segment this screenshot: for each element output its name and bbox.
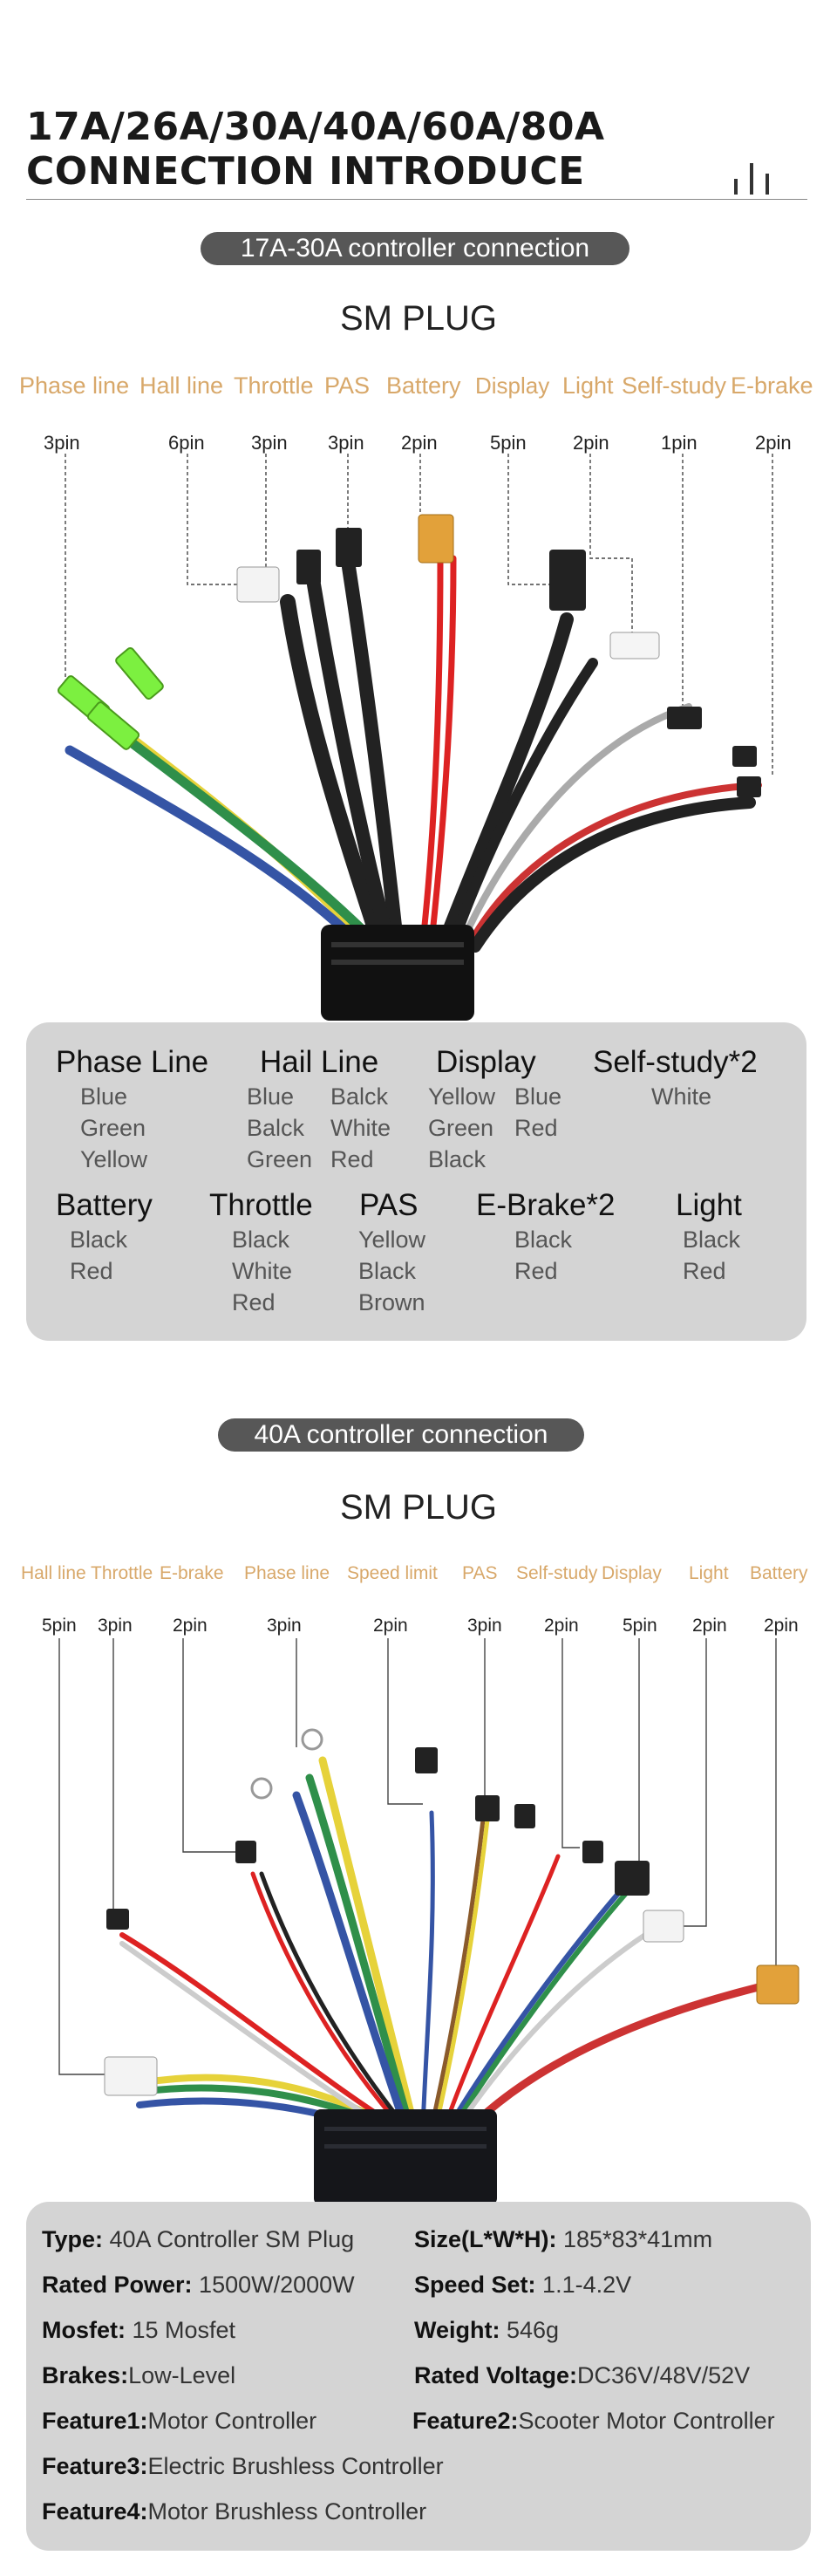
grp-display-color: Black	[428, 1146, 487, 1172]
s2-pin-hall-line: 5pin	[42, 1616, 77, 1636]
s2-label-pas: PAS	[462, 1563, 498, 1583]
s1-pin-light: 2pin	[573, 432, 609, 454]
s2-label-hall-line: Hall line	[21, 1563, 86, 1583]
s2-pin-speed-limit: 2pin	[373, 1616, 408, 1636]
grp-display-color: Red	[514, 1115, 558, 1141]
s2-pin-battery: 2pin	[764, 1616, 799, 1636]
grp-light-title: Light	[676, 1188, 742, 1222]
s2-label-battery: Battery	[750, 1563, 808, 1583]
grp-display-color: Green	[428, 1115, 494, 1141]
controller-40a-diagram	[58, 1638, 800, 2205]
grp-battery-title: Battery	[56, 1188, 153, 1222]
s1-pin-throttle: 3pin	[251, 432, 288, 454]
s2-label-self-study: Self-study	[516, 1563, 598, 1583]
grp-self-study-color: White	[651, 1083, 712, 1110]
grp-throttle-color: White	[232, 1258, 293, 1284]
s1-pin-phase-line: 3pin	[44, 432, 80, 454]
spec-feature2: Feature2:Scooter Motor Controller	[412, 2408, 775, 2434]
s2-pin-phase-line: 3pin	[267, 1616, 302, 1636]
grp-light-color: Red	[683, 1258, 726, 1284]
spec-feature3: Feature3:Electric Brushless Controller	[42, 2453, 444, 2479]
spec-rated-power: Rated Power: 1500W/2000W	[42, 2272, 355, 2298]
controller-17-30a-diagram	[57, 454, 773, 1021]
grp-display-color: Yellow	[428, 1083, 496, 1110]
s1-label-phase-line: Phase line	[19, 372, 130, 399]
section1-pill: 17A-30A controller connection	[201, 232, 629, 265]
s1-pin-pas: 3pin	[328, 432, 364, 454]
grp-hail-line-color: Blue	[247, 1083, 295, 1110]
s1-label-throttle: Throttle	[234, 372, 314, 399]
s2-pin-self-study: 2pin	[544, 1616, 579, 1636]
s1-pin-display: 5pin	[490, 432, 527, 454]
section2-pill: 40A controller connection	[218, 1418, 584, 1452]
s2-pin-throttle: 3pin	[98, 1616, 133, 1636]
s2-label-phase-line: Phase line	[244, 1563, 330, 1583]
grp-throttle-color: Red	[232, 1289, 276, 1315]
title-line-2: CONNECTION INTRODUCE	[26, 149, 585, 194]
spec-rated-voltage: Rated Voltage:DC36V/48V/52V	[414, 2362, 751, 2388]
grp-pas-color: Yellow	[358, 1227, 426, 1253]
s2-pin-e-brake: 2pin	[173, 1616, 208, 1636]
grp-e-brake-title: E-Brake*2	[476, 1188, 616, 1222]
s2-label-throttle: Throttle	[91, 1563, 153, 1583]
grp-throttle-color: Black	[232, 1227, 290, 1253]
spec-size: Size(L*W*H): 185*83*41mm	[414, 2226, 713, 2252]
s1-label-battery: Battery	[386, 372, 461, 399]
grp-pas-color: Black	[358, 1258, 417, 1284]
title-divider	[26, 199, 807, 200]
title-line-1: 17A/26A/30A/40A/60A/80A	[26, 105, 605, 149]
grp-hail-line-title: Hail Line	[260, 1045, 379, 1079]
section1-color-panel	[26, 1022, 806, 1341]
grp-e-brake-color: Red	[514, 1258, 558, 1284]
s1-label-self-study: Self-study	[622, 372, 727, 399]
s2-pin-display: 5pin	[623, 1616, 657, 1636]
grp-pas-color: Brown	[358, 1289, 425, 1315]
grp-throttle-title: Throttle	[209, 1188, 313, 1222]
s1-pin-hall-line: 6pin	[168, 432, 205, 454]
grp-hail-line-color: Balck	[247, 1115, 305, 1141]
s1-label-display: Display	[475, 372, 550, 399]
grp-battery-color: Black	[70, 1227, 128, 1253]
grp-phase-line-color: Blue	[80, 1083, 128, 1110]
grp-phase-line-color: Green	[80, 1115, 146, 1141]
spec-weight: Weight: 546g	[414, 2317, 560, 2343]
grp-phase-line-color: Yellow	[80, 1146, 148, 1172]
grp-light-color: Black	[683, 1227, 741, 1253]
grp-phase-line-title: Phase Line	[56, 1045, 209, 1079]
s2-label-speed-limit: Speed limit	[347, 1563, 438, 1583]
spec-feature4: Feature4:Motor Brushless Controller	[42, 2498, 427, 2525]
grp-pas-title: PAS	[359, 1188, 418, 1222]
section1-plug-heading: SM PLUG	[339, 299, 498, 338]
s2-label-display: Display	[602, 1563, 662, 1583]
page-title: 17A/26A/30A/40A/60A/80A CONNECTION INTRO…	[26, 105, 605, 194]
grp-hail-line-color: Balck	[330, 1083, 389, 1110]
grp-hail-line-color: Red	[330, 1146, 374, 1172]
grp-hail-line-color: Green	[247, 1146, 313, 1172]
grp-display-title: Display	[436, 1045, 536, 1079]
spec-feature1: Feature1:Motor Controller	[42, 2408, 317, 2434]
s2-pin-light: 2pin	[692, 1616, 727, 1636]
spec-brakes: Brakes:Low-Level	[42, 2362, 236, 2388]
section2-plug-heading: SM PLUG	[339, 1488, 498, 1527]
spec-speed-set: Speed Set: 1.1-4.2V	[414, 2272, 632, 2298]
s1-label-e-brake: E-brake	[731, 372, 813, 399]
s2-pin-pas: 3pin	[467, 1616, 502, 1636]
grp-battery-color: Red	[70, 1258, 113, 1284]
spec-type: Type: 40A Controller SM Plug	[42, 2226, 355, 2252]
grp-e-brake-color: Black	[514, 1227, 573, 1253]
s1-label-pas: PAS	[324, 372, 371, 399]
grp-display-color: Blue	[514, 1083, 562, 1110]
s1-label-light: Light	[562, 372, 614, 399]
grp-hail-line-color: White	[330, 1115, 391, 1141]
s2-label-light: Light	[689, 1563, 729, 1583]
s2-label-e-brake: E-brake	[160, 1563, 224, 1583]
s1-label-hall-line: Hall line	[140, 372, 224, 399]
bars-icon	[734, 155, 778, 195]
s1-pin-e-brake: 2pin	[755, 432, 792, 454]
s1-pin-battery: 2pin	[401, 432, 438, 454]
spec-mosfet: Mosfet: 15 Mosfet	[42, 2317, 236, 2343]
s1-pin-self-study: 1pin	[661, 432, 698, 454]
spec-panel	[26, 2202, 811, 2551]
grp-self-study-title: Self-study*2	[593, 1045, 758, 1079]
